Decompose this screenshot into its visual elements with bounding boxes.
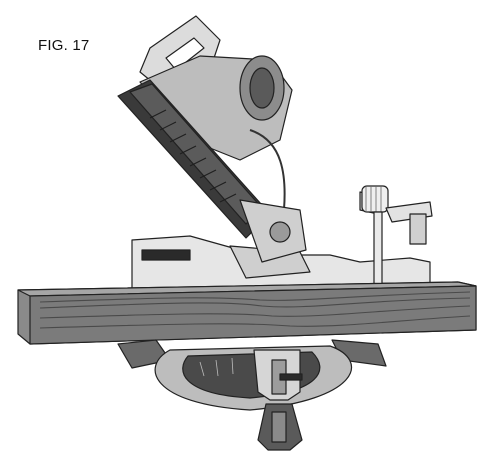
hold-down-clamp (359, 185, 433, 306)
saw-head (117, 15, 307, 263)
miter-lock-handle (253, 349, 303, 451)
wood-workpiece (17, 281, 477, 345)
figure-label: FIG. 17 (38, 37, 90, 54)
turntable-base (117, 339, 387, 411)
